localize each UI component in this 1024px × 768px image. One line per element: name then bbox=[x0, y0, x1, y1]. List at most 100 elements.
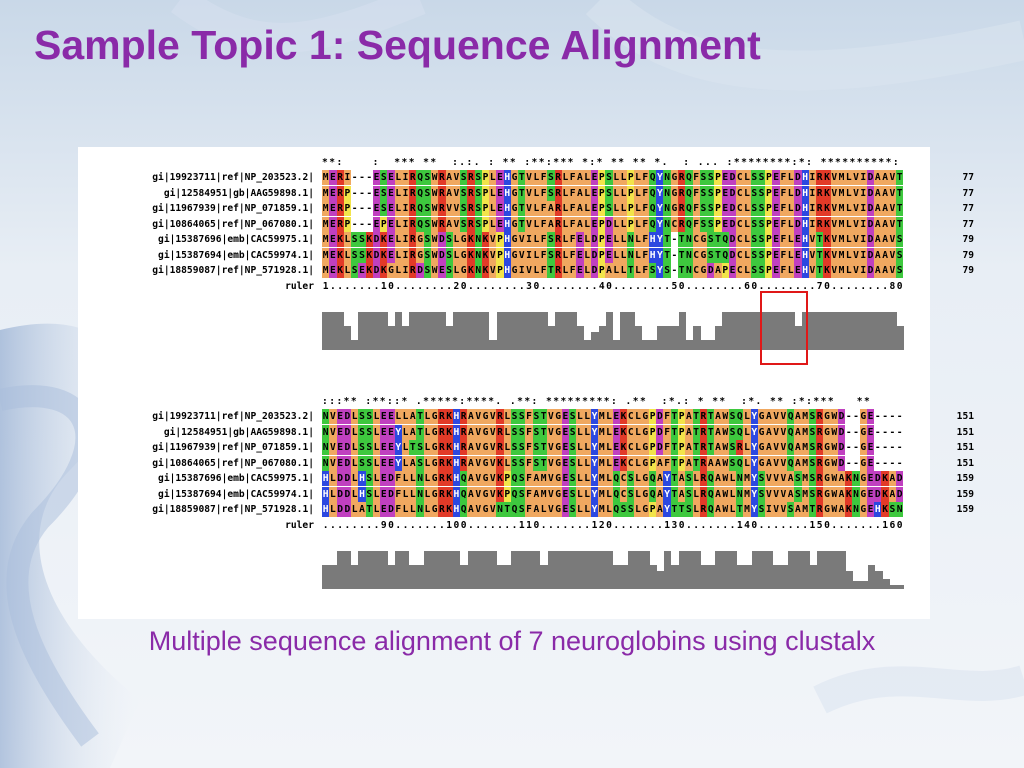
sequence-end-position: 77 bbox=[962, 203, 974, 214]
conservation-bar bbox=[853, 581, 861, 589]
sequence-end-position: 159 bbox=[956, 473, 974, 484]
sequence-row: gi|10864065|ref|NP_067080.1| NVEDLSSLEEYL… bbox=[78, 455, 974, 471]
sequence-label: gi|12584951|gb|AAG59898.1| bbox=[163, 187, 314, 199]
conservation-bar bbox=[525, 551, 534, 589]
conservation-bar bbox=[562, 551, 570, 589]
conservation-bar bbox=[533, 312, 541, 350]
sequence-residues: MEKLSSKDKELIRGSWDSLGKNKVPHGVILFSRLFELDPE… bbox=[322, 232, 904, 247]
conservation-bar bbox=[875, 312, 883, 350]
sequence-label: gi|10864065|ref|NP_067080.1| bbox=[152, 457, 314, 469]
sequence-label: gi|15387694|emb|CAC59974.1| bbox=[158, 488, 314, 500]
conservation-bar bbox=[489, 340, 497, 350]
sequence-end-position: 77 bbox=[962, 172, 974, 183]
conservation-bar bbox=[394, 312, 403, 350]
conservation-bar bbox=[700, 565, 708, 589]
conservation-bar bbox=[394, 551, 403, 589]
ruler-scale: 1.......10........20........30........40… bbox=[322, 280, 903, 292]
conservation-bar bbox=[795, 551, 803, 589]
conservation-bar bbox=[766, 312, 774, 350]
conservation-bar bbox=[518, 312, 526, 350]
conservation-bar bbox=[416, 312, 424, 350]
conservation-bar bbox=[423, 312, 432, 350]
conservation-bar bbox=[751, 312, 759, 350]
sequence-residues: NVEDLSSLEEYLTSLGRKHRAVGVRLSSFSTVGESLLYML… bbox=[322, 440, 903, 455]
conservation-bar bbox=[758, 551, 767, 589]
highlight-box bbox=[760, 291, 808, 365]
conservation-bar bbox=[795, 326, 803, 350]
conservation-bar bbox=[591, 332, 599, 350]
sequence-row: gi|15387696|emb|CAC59975.1| MEKLSSKDKELIR… bbox=[78, 232, 974, 247]
conservation-bar bbox=[686, 551, 694, 589]
conservation-bar bbox=[700, 340, 708, 350]
conservation-bar bbox=[671, 326, 679, 350]
sequence-end-position: 79 bbox=[962, 249, 974, 261]
conservation-bar bbox=[868, 565, 876, 589]
conservation-bar bbox=[729, 551, 737, 589]
consensus-row: :::** :**::* .*****:****. .**: *********… bbox=[78, 394, 930, 409]
conservation-bar bbox=[846, 571, 854, 589]
conservation-bar bbox=[409, 312, 417, 350]
conservation-bar bbox=[372, 551, 381, 589]
conservation-bar bbox=[627, 551, 636, 589]
sequence-row: gi|19923711|ref|NP_203523.2| MERI---ESELI… bbox=[78, 170, 974, 185]
sequence-label: gi|18859087|ref|NP_571928.1| bbox=[152, 504, 314, 515]
sequence-residues: NVEDLSSLEEYLASLGRKHRAVGVKLSSFSTVGESLLYML… bbox=[322, 455, 903, 471]
conservation-bar bbox=[686, 340, 694, 350]
sequence-label: gi|11967939|ref|NP_071859.1| bbox=[152, 442, 314, 453]
sequence-residues: MERI---ESELIRQSWRAVSRSPLEHGTVLFSRLFALEPS… bbox=[322, 170, 904, 185]
sequence-end-position: 151 bbox=[956, 457, 974, 469]
conservation-histogram bbox=[322, 308, 905, 350]
conservation-bar bbox=[504, 312, 512, 350]
conservation-bar bbox=[787, 312, 796, 350]
conservation-bar bbox=[496, 565, 504, 589]
conservation-bar bbox=[620, 565, 628, 589]
conservation-bar bbox=[554, 312, 563, 350]
conservation-bar bbox=[336, 312, 344, 350]
sequence-residues: MEKLSSKDKELIRGSWDSLGKNKVPHGVILFSRLFELDPE… bbox=[322, 247, 904, 263]
conservation-bar bbox=[882, 579, 890, 589]
conservation-bar bbox=[467, 312, 475, 350]
conservation-bar bbox=[744, 565, 752, 589]
conservation-bar bbox=[736, 312, 745, 350]
conservation-bar bbox=[707, 340, 716, 350]
conservation-bar bbox=[569, 551, 577, 589]
sequence-end-position: 159 bbox=[956, 488, 974, 500]
conservation-bar bbox=[831, 312, 839, 350]
conservation-bar bbox=[453, 551, 461, 589]
sequence-label: gi|11967939|ref|NP_071859.1| bbox=[152, 203, 314, 214]
conservation-bar bbox=[518, 551, 526, 589]
sequence-row: gi|12584951|gb|AAG59898.1| NVEDLSSLEEYLAT… bbox=[78, 424, 974, 440]
conservation-bar bbox=[846, 312, 854, 350]
sequence-row: gi|11967939|ref|NP_071859.1| NVEDLSSLEEYL… bbox=[78, 440, 974, 455]
conservation-bar bbox=[780, 565, 788, 589]
sequence-label: gi|19923711|ref|NP_203523.2| bbox=[152, 172, 314, 183]
sequence-residues: NVEDLSSLEEYLATLGRKHRAVGVRLSSFSTVGESLLYML… bbox=[322, 424, 903, 440]
conservation-bar bbox=[496, 312, 504, 350]
conservation-bar bbox=[838, 312, 847, 350]
conservation-bar bbox=[540, 565, 548, 589]
conservation-bar bbox=[693, 326, 701, 350]
conservation-bar bbox=[613, 565, 621, 589]
conservation-bar bbox=[664, 326, 672, 350]
sequence-row: gi|18859087|ref|NP_571928.1| HLDDLATLEDFL… bbox=[78, 502, 974, 517]
sequence-label: gi|15387696|emb|CAC59975.1| bbox=[158, 234, 314, 245]
conservation-bar bbox=[336, 551, 344, 589]
conservation-bar bbox=[766, 551, 774, 589]
conservation-bar bbox=[525, 312, 534, 350]
sequence-residues: MEKLSEKDKGLIRDSWESLGKNKVPHGIVLFTRLFELDPA… bbox=[322, 263, 904, 278]
sequence-residues: HLDDLATLEDFLLNLGRKHQAVGVNTQSFALVGESLLYML… bbox=[322, 502, 904, 517]
conservation-bar bbox=[329, 312, 337, 350]
sequence-label: gi|18859087|ref|NP_571928.1| bbox=[152, 265, 314, 276]
sequence-row: gi|19923711|ref|NP_203523.2|NVEDLSSLEELL… bbox=[78, 409, 974, 424]
sequence-row: gi|11967939|ref|NP_071859.1|MERP---ESELI… bbox=[78, 201, 974, 216]
ruler-scale: ........90.......100.......110.......120… bbox=[322, 519, 903, 531]
sequence-label: gi|12584951|gb|AAG59898.1| bbox=[163, 426, 314, 438]
sequence-residues: MERP---ESELIRQSWRAVSRSPLEHGTVLFSRLFALEPS… bbox=[322, 185, 904, 201]
conservation-bar bbox=[511, 312, 519, 350]
conservation-bar bbox=[453, 312, 461, 350]
conservation-bar bbox=[358, 551, 366, 589]
ruler-label: ruler bbox=[285, 280, 314, 292]
conservation-bar bbox=[598, 326, 606, 350]
sequence-end-position: 79 bbox=[962, 265, 974, 276]
